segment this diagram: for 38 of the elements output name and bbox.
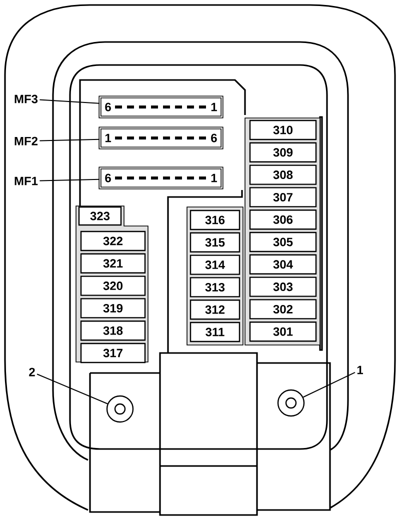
fuse-slot: 304	[249, 254, 317, 274]
fuse-slot: 301	[249, 322, 317, 342]
fuse-slot: 323	[78, 206, 122, 226]
callout-label: MF1	[14, 176, 38, 186]
fuse-slot: 305	[249, 232, 317, 252]
fuse-slot: 306	[249, 210, 317, 230]
fuse-slot: 312	[190, 300, 240, 320]
mounting-screw	[277, 389, 305, 417]
fuse-slot: 317	[80, 342, 146, 364]
callout-label: MF3	[14, 94, 38, 104]
callout-label: 1	[357, 366, 363, 374]
fuse-slot: 308	[249, 164, 317, 185]
fuse-slot: 315	[190, 232, 240, 252]
leader-line	[39, 99, 100, 104]
connector-plug: 1 6	[98, 126, 224, 150]
leader-line	[39, 178, 100, 182]
leader-line	[39, 138, 100, 142]
callout-label: 2	[29, 368, 35, 376]
fuse-slot: 321	[80, 253, 146, 274]
connector-plug: 6 1	[98, 96, 224, 118]
fuse-slot: 318	[80, 320, 146, 341]
fuse-slot: 322	[80, 230, 146, 252]
fuse-slot: 320	[80, 276, 146, 296]
fuse-slot: 302	[249, 299, 317, 320]
fuse-slot: 309	[249, 142, 317, 162]
fuse-slot: 319	[80, 298, 146, 318]
leader-line	[36, 374, 108, 404]
fuse-slot: 307	[249, 187, 317, 208]
fuse-slot: 313	[190, 277, 240, 298]
fuse-slot: 310	[249, 120, 317, 140]
fuse-slot: 314	[190, 254, 240, 275]
mounting-screw	[106, 395, 134, 423]
fuse-slot: 311	[190, 322, 240, 342]
leader-line	[302, 372, 356, 398]
connector-plug: 6 1	[98, 166, 224, 190]
fuse-slot: 303	[249, 276, 317, 297]
callout-label: MF2	[14, 136, 38, 146]
fuse-slot: 316	[190, 210, 240, 230]
